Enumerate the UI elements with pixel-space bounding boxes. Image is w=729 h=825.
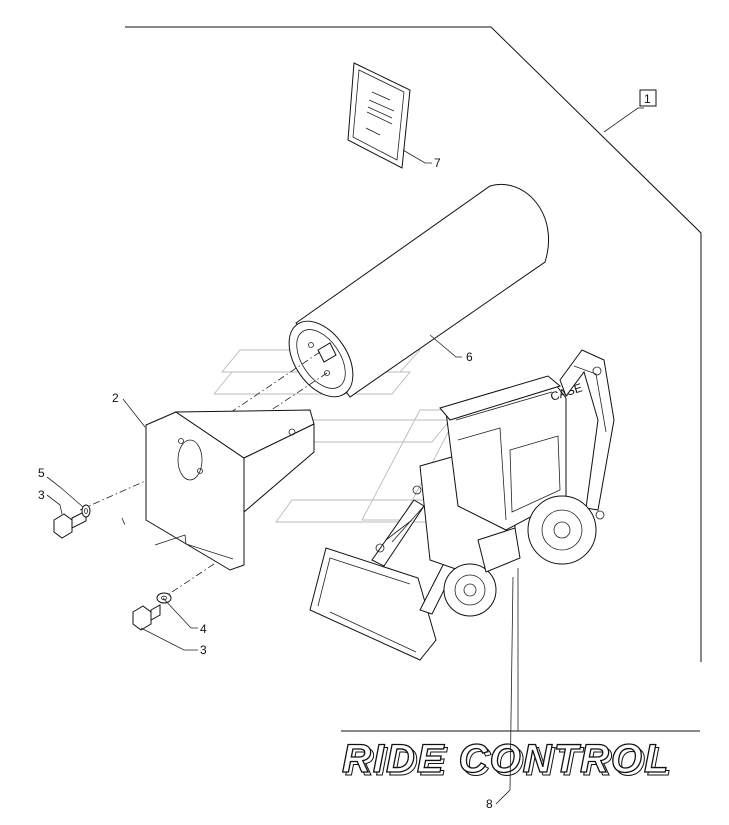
callout-1: 1	[644, 92, 651, 106]
callout-3-upper: 3	[38, 488, 45, 502]
callout-8: 8	[486, 797, 493, 811]
backhoe-loader: CASE	[309, 349, 615, 661]
kit-bracket	[125, 26, 702, 732]
callout-7: 7	[434, 156, 441, 170]
callout-2: 2	[112, 391, 119, 405]
instruction-booklet	[347, 62, 411, 169]
accumulator-cylinder	[288, 183, 550, 398]
bolt-lower	[132, 592, 172, 631]
bolt-upper	[53, 504, 91, 539]
callout-box-1	[639, 89, 657, 107]
callout-5: 5	[38, 466, 45, 480]
mounting-bracket	[145, 409, 315, 571]
leader-lines	[46, 107, 644, 805]
ride-control-decal-text: RIDE CONTROL	[342, 737, 670, 781]
svg-text:RIDE CONTROL: RIDE CONTROL	[345, 740, 673, 784]
ride-control-decal: RIDE CONTROL RIDE CONTROL	[341, 736, 673, 784]
callout-3-lower: 3	[200, 643, 207, 657]
callout-6: 6	[466, 350, 473, 364]
callout-4: 4	[200, 622, 207, 636]
